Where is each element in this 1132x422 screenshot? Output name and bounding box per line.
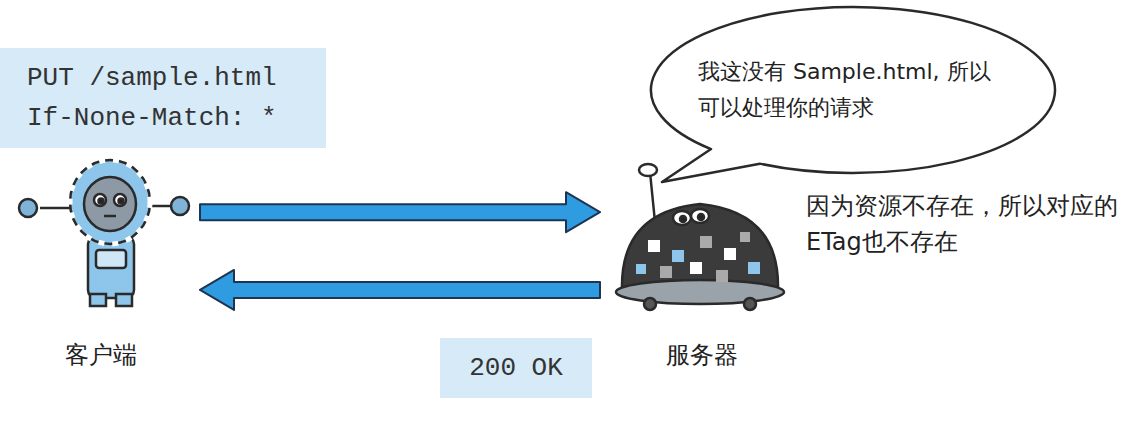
- request-box: PUT /sample.html If-None-Match: *: [0, 48, 326, 148]
- note-text: 因为资源不存在，所以对应的ETag也不存在: [806, 188, 1126, 260]
- node-text: 我这没有 Sample.html, 所以可以处理你的请求: [698, 54, 1008, 126]
- speech-bubble: 我这没有 Sample.html, 所以可以处理你的请求: [648, 4, 1058, 176]
- server-node: 服务器: [604, 150, 800, 372]
- response-box: 200 OK: [440, 338, 592, 398]
- message-arrow: [200, 192, 600, 232]
- bubble-outline: [648, 4, 1058, 176]
- client-node: 客户端: [8, 150, 194, 372]
- node-text: 200 OK: [469, 348, 563, 388]
- figure-label: 服务器: [604, 338, 800, 372]
- client-robot: [19, 160, 189, 306]
- bubble-shape: [651, 7, 1055, 182]
- node-text: PUT /sample.html If-None-Match: *: [27, 58, 299, 138]
- message-arrow: [200, 270, 600, 310]
- figure-label: 客户端: [8, 338, 194, 372]
- server-robot: [616, 164, 784, 310]
